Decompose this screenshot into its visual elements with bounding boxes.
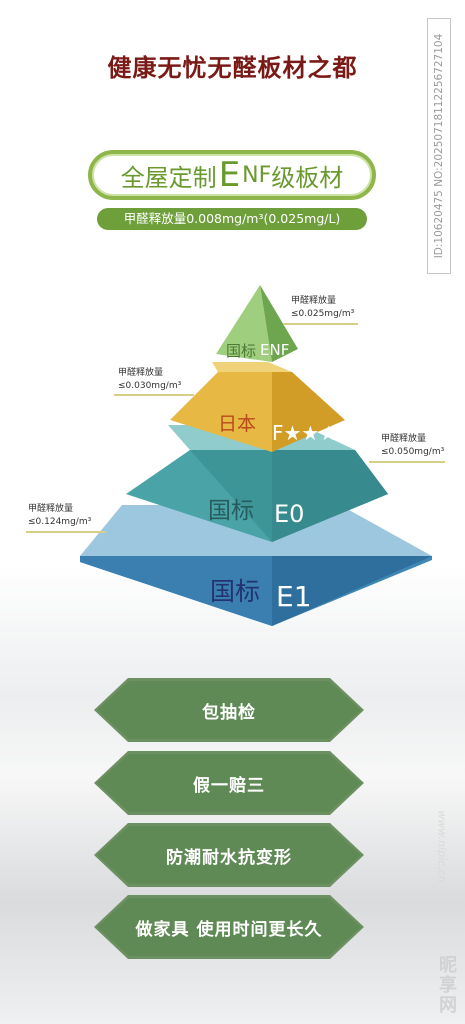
feature-long-lasting: 做家具 使用时间更长久	[94, 895, 364, 959]
enf-badge: 全屋定制 E NF 级板材	[88, 150, 376, 200]
tier-f-left	[170, 372, 272, 452]
tier-e0-right	[272, 450, 388, 542]
badge-nf: NF	[242, 162, 272, 188]
callout-e1-line	[26, 531, 106, 533]
tier-f-grade: F★★★★	[272, 421, 355, 445]
callout-e0: 甲醛释放量 ≤0.050mg/m³	[369, 433, 445, 463]
tier-e0-cn: 国标	[208, 498, 254, 524]
callout-f-line	[114, 394, 194, 396]
page-title: 健康无忧无醛板材之都	[107, 53, 358, 82]
tier-f-cn: 日本	[218, 413, 256, 435]
tier-e1-left	[80, 556, 272, 626]
callout-e1-title: 甲醛释放量	[28, 504, 74, 514]
watermark: www.nipic.cn 昵享网	[427, 800, 458, 1015]
callout-f-title: 甲醛释放量	[118, 368, 164, 378]
badge-suffix: 级板材	[271, 163, 344, 192]
callout-enf-value: ≤0.025mg/m³	[291, 309, 355, 319]
formaldehyde-pill: 甲醛释放量0.008mg/m³(0.025mg/L)	[97, 208, 367, 230]
tier-e1-grade: E1	[276, 580, 312, 613]
feature-long-lasting-label: 做家具 使用时间更长久	[97, 898, 361, 956]
tier-enf-right	[260, 285, 298, 362]
callout-e1-value: ≤0.124mg/m³	[28, 517, 92, 527]
callout-enf-line	[283, 323, 358, 325]
callout-e0-value: ≤0.050mg/m³	[381, 447, 445, 457]
tier-e1-cn: 国标	[210, 577, 260, 606]
callout-e1: 甲醛释放量 ≤0.124mg/m³	[26, 503, 106, 533]
tier-enf-left	[216, 285, 272, 362]
callout-e0-title: 甲醛释放量	[381, 434, 427, 444]
standards-pyramid: 国标 ENF 日本 F★★★★ 国标 E0 国标 E1	[80, 285, 432, 626]
feature-fake-compensation-label: 假一赔三	[97, 754, 361, 812]
watermark-url: www.nipic.cn	[435, 810, 449, 883]
callout-enf-title: 甲醛释放量	[291, 296, 337, 306]
badge-big-e: E	[218, 155, 241, 195]
watermark-brand: 昵享网	[436, 955, 457, 1015]
feature-fake-compensation: 假一赔三	[94, 751, 364, 815]
callout-enf: 甲醛释放量 ≤0.025mg/m³	[283, 295, 358, 325]
badge-prefix: 全屋定制	[120, 163, 217, 192]
tier-f-top	[212, 362, 292, 372]
enf-badge-inner: 全屋定制 E NF 级板材	[92, 154, 372, 196]
tier-e1-right	[272, 556, 432, 626]
tier-enf-cn: 国标	[226, 342, 256, 360]
callout-f-value: ≤0.030mg/m³	[118, 381, 182, 391]
feature-moisture-proof: 防潮耐水抗变形	[94, 823, 364, 887]
callout-f: 甲醛释放量 ≤0.030mg/m³	[114, 367, 194, 396]
feature-moisture-proof-label: 防潮耐水抗变形	[97, 826, 361, 884]
image-id-label: ID:10620475 NO:20250718112256727104	[427, 18, 451, 274]
tier-enf-grade: ENF	[260, 341, 289, 359]
callout-e0-line	[369, 461, 445, 463]
tier-e0-grade: E0	[274, 500, 304, 528]
feature-spot-check: 包抽检	[94, 678, 364, 742]
feature-spot-check-label: 包抽检	[97, 681, 361, 739]
tier-f-right	[272, 372, 345, 452]
